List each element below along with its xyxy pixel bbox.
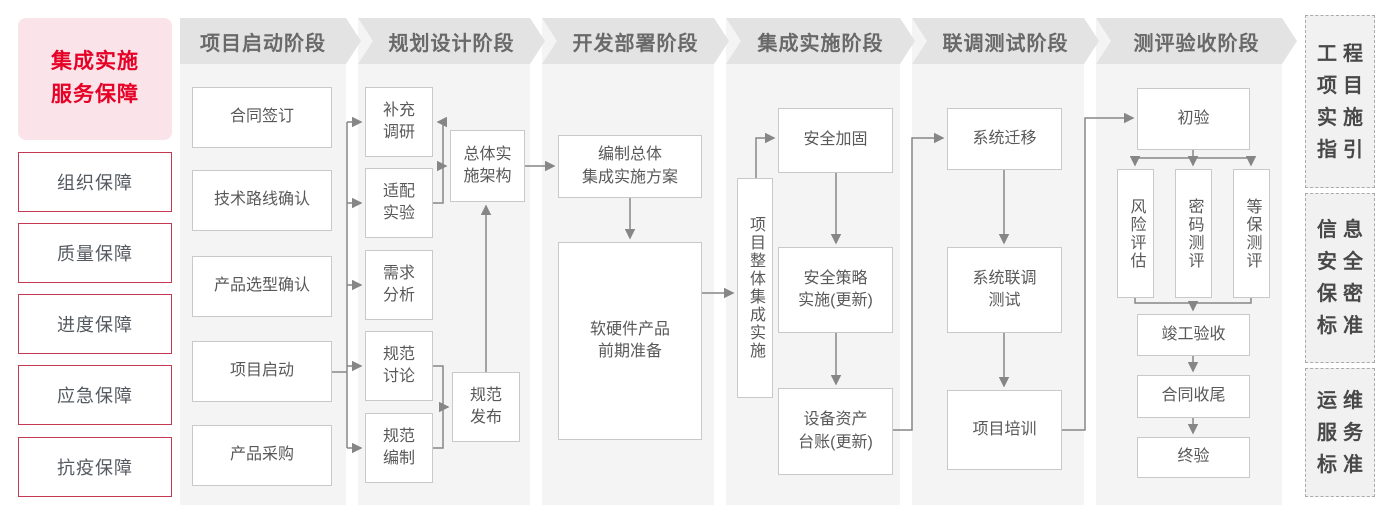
node-overall-integration-plan: 编制总体 集成实施方案 — [558, 135, 702, 198]
legend-item-emergency: 应急保障 — [18, 365, 172, 425]
reference-project-implementation-guide: 工程 项目 实施 指引 — [1305, 15, 1375, 188]
reference-information-security-standard: 信息 安全 保密 标准 — [1305, 193, 1375, 363]
legend-item-epidemic: 抗疫保障 — [18, 437, 172, 497]
node-product-selection-confirmation: 产品选型确认 — [192, 256, 332, 317]
node-classified-protection-evaluation: 等保测评 — [1233, 169, 1270, 298]
node-crypto-evaluation: 密码测评 — [1175, 169, 1212, 298]
node-overall-architecture: 总体实 施架构 — [450, 130, 525, 202]
node-supplementary-research: 补充 调研 — [365, 87, 433, 157]
node-project-training: 项目培训 — [947, 390, 1062, 470]
phase-header-3: 开发部署阶段 — [542, 18, 729, 64]
node-initial-acceptance: 初验 — [1137, 88, 1250, 150]
node-requirement-analysis: 需求 分析 — [365, 250, 433, 320]
node-contract-closure: 合同收尾 — [1137, 375, 1250, 418]
phase-header-2: 规划设计阶段 — [358, 18, 545, 64]
phase-header-5: 联调测试阶段 — [912, 18, 1099, 64]
node-project-start: 项目启动 — [192, 341, 332, 402]
node-final-acceptance: 终验 — [1137, 437, 1250, 478]
phase-header-6: 测评验收阶段 — [1096, 18, 1297, 64]
node-adaptation-test: 适配 实验 — [365, 168, 433, 238]
reference-operation-service-standard: 运维 服务 标准 — [1305, 368, 1375, 497]
phase-header-1: 项目启动阶段 — [180, 18, 361, 64]
node-risk-assessment: 风险评估 — [1117, 169, 1154, 298]
node-overall-integration-implementation: 项目整体集成实施 — [737, 178, 773, 398]
node-spec-discussion: 规范 讨论 — [365, 331, 433, 401]
node-asset-ledger-update: 设备资产 台账(更新) — [778, 388, 893, 475]
node-product-procurement: 产品采购 — [192, 425, 332, 486]
node-completion-acceptance: 竣工验收 — [1137, 314, 1250, 356]
node-tech-route-confirmation: 技术路线确认 — [192, 170, 332, 231]
legend-item-progress: 进度保障 — [18, 294, 172, 354]
node-spec-compilation: 规范 编制 — [365, 413, 433, 483]
phase-header-4: 集成实施阶段 — [726, 18, 915, 64]
node-system-joint-test: 系统联调 测试 — [947, 247, 1062, 333]
node-security-hardening: 安全加固 — [778, 108, 893, 173]
node-security-policy-update: 安全策略 实施(更新) — [778, 247, 893, 333]
node-system-migration: 系统迁移 — [947, 108, 1062, 170]
legend-item-organization: 组织保障 — [18, 152, 172, 212]
node-contract-signing: 合同签订 — [192, 87, 332, 148]
node-hw-sw-preparation: 软硬件产品 前期准备 — [558, 242, 702, 440]
legend-title: 集成实施 服务保障 — [18, 18, 172, 140]
legend-item-quality: 质量保障 — [18, 223, 172, 283]
node-spec-release: 规范 发布 — [452, 372, 520, 442]
